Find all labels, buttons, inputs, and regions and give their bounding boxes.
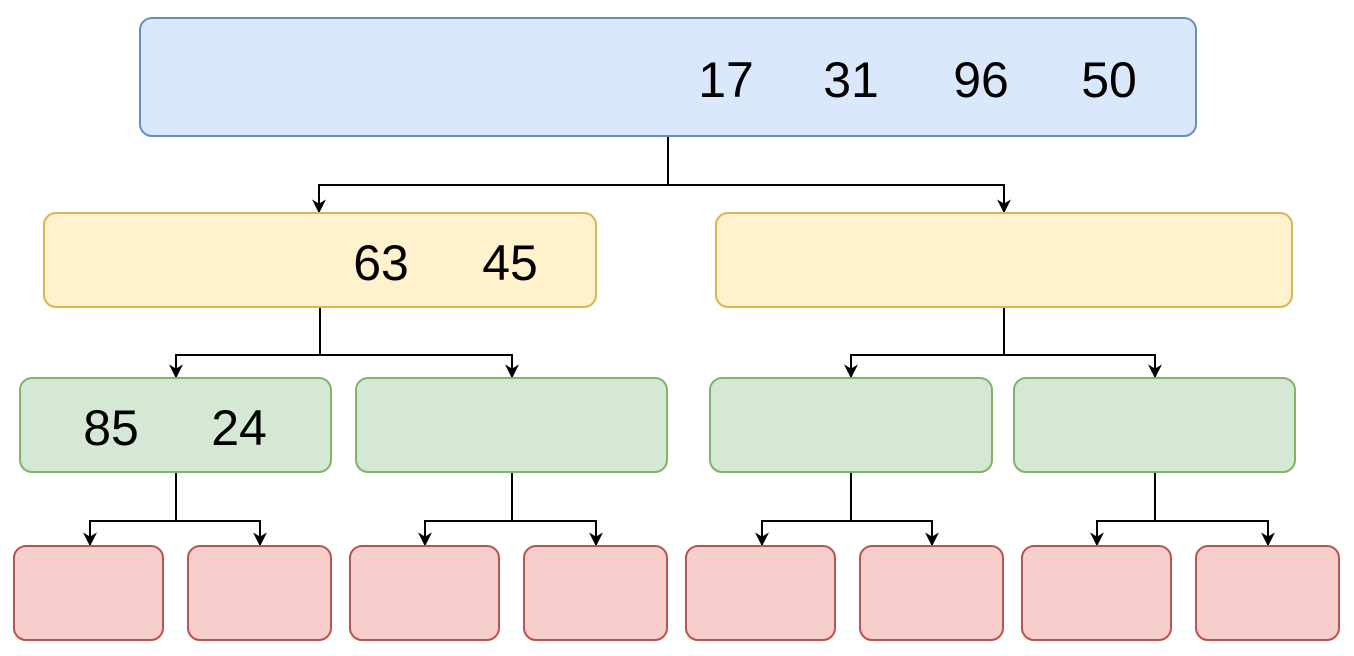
edge-arrow	[851, 520, 939, 547]
edge-arrow	[418, 520, 512, 547]
level-3-node	[349, 545, 500, 641]
edge-group	[169, 307, 519, 379]
node-box	[523, 545, 668, 641]
node-value: 50	[1081, 52, 1137, 108]
level-1-node	[715, 212, 1293, 308]
level-2-node	[1013, 377, 1296, 473]
level-3-node	[1021, 545, 1172, 641]
node-box	[187, 545, 332, 641]
node-box	[349, 545, 500, 641]
node-box	[709, 377, 993, 473]
edge-arrow	[169, 354, 320, 379]
edge-group	[312, 136, 1011, 214]
edge-arrow	[512, 520, 603, 547]
node-box	[139, 17, 1197, 137]
node-value: 17	[698, 52, 754, 108]
edge-arrow	[83, 520, 176, 547]
edge-arrow	[1004, 354, 1162, 379]
edge-group	[418, 472, 603, 547]
edge-arrow	[844, 354, 1004, 379]
edge-arrow	[312, 184, 668, 214]
edge-group	[83, 472, 267, 547]
node-value: 24	[211, 400, 267, 456]
edge-arrow	[320, 354, 519, 379]
edge-arrow	[1090, 520, 1155, 547]
edge-arrow	[755, 520, 851, 547]
edge-arrow	[176, 520, 267, 547]
level-3-node	[859, 545, 1004, 641]
node-box	[715, 212, 1293, 308]
node-box	[859, 545, 1004, 641]
edge-arrow	[668, 184, 1011, 214]
node-value: 45	[482, 235, 538, 291]
level-1-node: 63 45	[43, 212, 597, 308]
node-box	[1013, 377, 1296, 473]
edge-group	[1090, 472, 1275, 547]
node-box	[685, 545, 836, 641]
nodes: 17 31 96 50 63 45 85 24	[13, 17, 1340, 641]
level-3-node	[187, 545, 332, 641]
level-3-node	[685, 545, 836, 641]
root-node: 17 31 96 50	[139, 17, 1197, 137]
node-value: 63	[353, 235, 409, 291]
level-3-node	[523, 545, 668, 641]
node-value: 31	[823, 52, 879, 108]
node-box	[13, 545, 164, 641]
level-2-node: 85 24	[19, 377, 332, 473]
edge-group	[844, 307, 1162, 379]
edges	[83, 136, 1275, 547]
node-box	[355, 377, 668, 473]
node-box	[1021, 545, 1172, 641]
node-box	[1195, 545, 1340, 641]
level-2-node	[709, 377, 993, 473]
level-3-node	[1195, 545, 1340, 641]
edge-group	[755, 472, 939, 547]
level-2-node	[355, 377, 668, 473]
edge-arrow	[1155, 520, 1275, 547]
node-box	[19, 377, 332, 473]
node-value: 85	[83, 400, 139, 456]
node-value: 96	[953, 52, 1009, 108]
level-3-node	[13, 545, 164, 641]
node-box	[43, 212, 597, 308]
